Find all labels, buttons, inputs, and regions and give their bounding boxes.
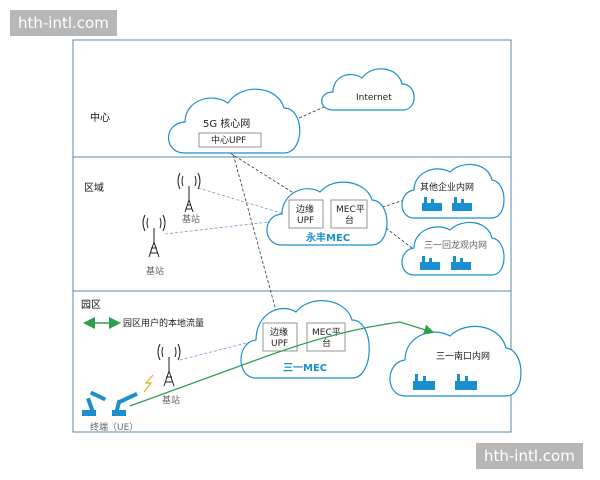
base-station-icon [142, 214, 166, 258]
yongfeng-mec-label: 永丰MEC [305, 231, 350, 244]
huilongguan-cloud: 三一回龙观内网 [401, 221, 505, 276]
radio-links [164, 187, 289, 361]
other-enterprise-label: 其他企业内网 [420, 181, 474, 193]
sany-edge-upf-line1: 边缘 [270, 326, 288, 338]
yongfeng-mec-platform-line1: MEC平 [336, 204, 365, 215]
sany-mec-platform-line1: MEC平 [312, 327, 341, 338]
sany-mec-cloud: 边缘 UPF MEC平 台 三一MEC [240, 300, 370, 379]
watermark-top: hth-intl.com [10, 10, 117, 36]
internet-label: Internet [356, 93, 392, 103]
robot-arm-icon [82, 390, 138, 416]
factory-icon [420, 256, 471, 270]
center-upf-label: 中心UPF [211, 134, 246, 146]
sany-mec-label: 三一MEC [283, 362, 327, 374]
internet-cloud: Internet [321, 68, 415, 111]
yongfeng-edge-upf-line1: 边缘 [296, 203, 314, 215]
base-station-icon [177, 172, 201, 213]
sany-mec-platform-line2: 台 [322, 337, 331, 349]
diagram-frame [72, 39, 512, 433]
yongfeng-mec-platform-line2: 台 [345, 214, 354, 226]
zone-label-center: 中心 [90, 111, 110, 124]
yongfeng-mec-platform-box [330, 199, 368, 229]
zone-label-region: 区域 [84, 181, 104, 194]
center-upf-box [198, 132, 262, 148]
core-network-cloud: 5G 核心网 中心UPF [168, 88, 301, 154]
base-station-label-2: 基站 [146, 265, 164, 277]
legend-label: 园区用户的本地流量 [123, 317, 204, 329]
huilongguan-label: 三一回龙观内网 [424, 239, 487, 251]
base-station-label-1: 基站 [182, 213, 200, 225]
yongfeng-mec-cloud: 边缘 UPF MEC平 台 永丰MEC [266, 181, 388, 246]
base-station-icon [157, 343, 181, 387]
yongfeng-edge-upf-box [288, 199, 324, 229]
zone-label-park: 园区 [81, 299, 101, 311]
yongfeng-edge-upf-line2: UPF [297, 216, 314, 226]
local-traffic-path [129, 321, 435, 407]
nankou-label: 三一南口内网 [436, 350, 490, 362]
base-station-label-3: 基站 [162, 394, 180, 406]
nankou-cloud: 三一南口内网 [389, 325, 522, 397]
terminal-label: 终端（UE） [90, 421, 138, 433]
core-network-label: 5G 核心网 [203, 117, 250, 130]
wireless-signal-icon [143, 374, 154, 393]
factory-icon [413, 374, 477, 390]
other-enterprise-cloud: 其他企业内网 [401, 163, 505, 219]
watermark-bottom: hth-intl.com [476, 443, 583, 469]
sany-edge-upf-line2: UPF [271, 339, 288, 349]
factory-icon [422, 197, 472, 211]
